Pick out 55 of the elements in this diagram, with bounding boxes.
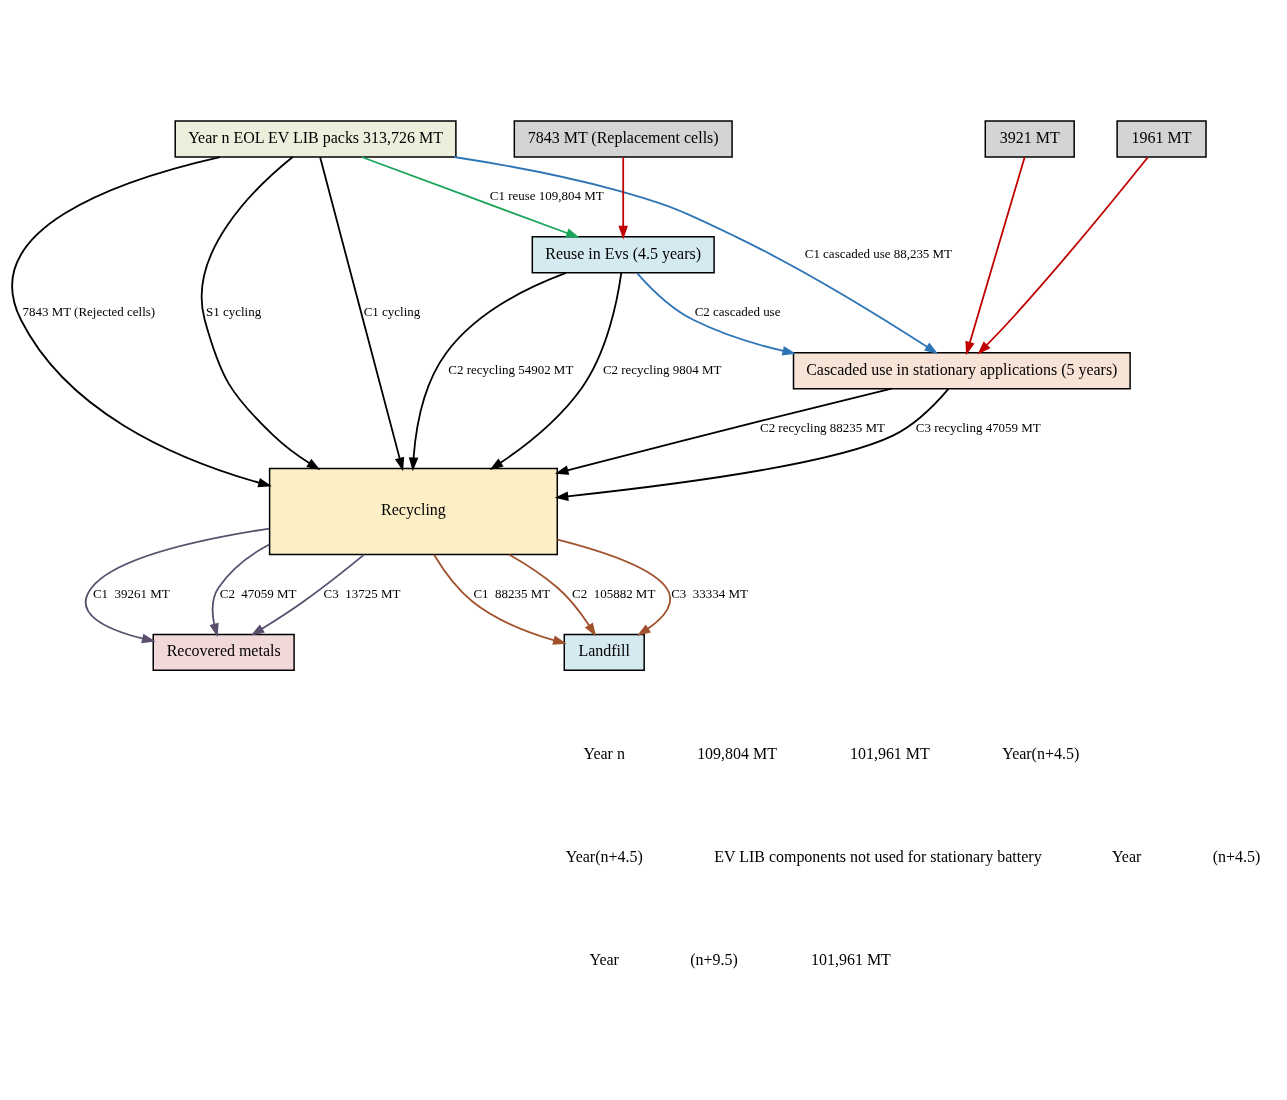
edge-label: C2 recycling 9804 MT xyxy=(602,362,722,378)
arrow xyxy=(556,538,672,636)
edge-label: C1 reuse 109,804 MT xyxy=(489,188,604,204)
edge-label: C2 47059 MT xyxy=(219,585,297,601)
arrow xyxy=(84,527,271,644)
label: 109,804 MT xyxy=(697,745,777,763)
edge-label: S1 cycling xyxy=(206,304,262,320)
label: 101,961 MT xyxy=(849,745,930,763)
node-box: Landfill xyxy=(563,633,645,672)
label: EV LIB components not used for stationary battery xyxy=(714,847,1042,865)
node-box: 7843 MT (Replacement cells) xyxy=(513,120,733,158)
edge-label: C1 cycling xyxy=(363,304,421,320)
edge-label: C3 33334 MT xyxy=(671,585,748,601)
node-box: Reuse in Evs (4.5 years) xyxy=(531,236,715,274)
edge-label: C1 88235 MT xyxy=(473,585,551,601)
label: Year n xyxy=(583,745,625,763)
label: (n+4.5) xyxy=(1212,847,1261,865)
arrow xyxy=(200,156,321,470)
arrow xyxy=(433,553,567,645)
arrow xyxy=(489,272,623,470)
node-box: Cascaded use in stationary applications (5 years) xyxy=(792,352,1131,390)
edge-label: C2 recycling 88235 MT xyxy=(759,420,885,436)
edge-label: C1 cascaded use 88,235 MT xyxy=(804,246,953,262)
node-box: Recovered metals xyxy=(152,633,295,672)
label: Year(n+4.5) xyxy=(1002,745,1080,763)
label: 101,961 MT xyxy=(811,950,891,968)
edge-label: 7843 MT (Rejected cells) xyxy=(22,304,156,320)
node-box: Year n EOL EV LIB packs 313,726 MT xyxy=(174,120,457,158)
arrow xyxy=(319,156,405,472)
edge-label: C3 recycling 47059 MT xyxy=(915,420,1041,436)
arrow xyxy=(636,272,797,356)
arrow xyxy=(209,543,271,637)
arrow xyxy=(977,156,1149,355)
arrow xyxy=(618,156,628,240)
label: Year xyxy=(1111,847,1142,865)
label: Year(n+4.5) xyxy=(565,847,643,865)
label: Year xyxy=(589,950,619,968)
arrow xyxy=(508,553,597,637)
arrow xyxy=(965,156,1026,356)
arrow xyxy=(408,272,567,472)
arrow xyxy=(360,156,580,238)
arrow xyxy=(554,387,950,501)
edge-label: C3 13725 MT xyxy=(323,585,401,601)
arrow xyxy=(250,553,365,636)
edge-label: C2 105882 MT xyxy=(572,585,656,601)
arrow xyxy=(11,156,272,488)
node-box: 1961 MT xyxy=(1116,120,1207,158)
arrow xyxy=(453,156,939,355)
edge-label: C2 cascaded use xyxy=(694,304,781,320)
label: (n+9.5) xyxy=(690,950,738,968)
arrow xyxy=(554,387,893,475)
node-box: 3921 MT xyxy=(984,120,1075,158)
edge-label: C1 39261 MT xyxy=(92,585,170,601)
edge-label: C2 recycling 54902 MT xyxy=(448,362,574,378)
node-box: Recycling xyxy=(268,467,558,556)
